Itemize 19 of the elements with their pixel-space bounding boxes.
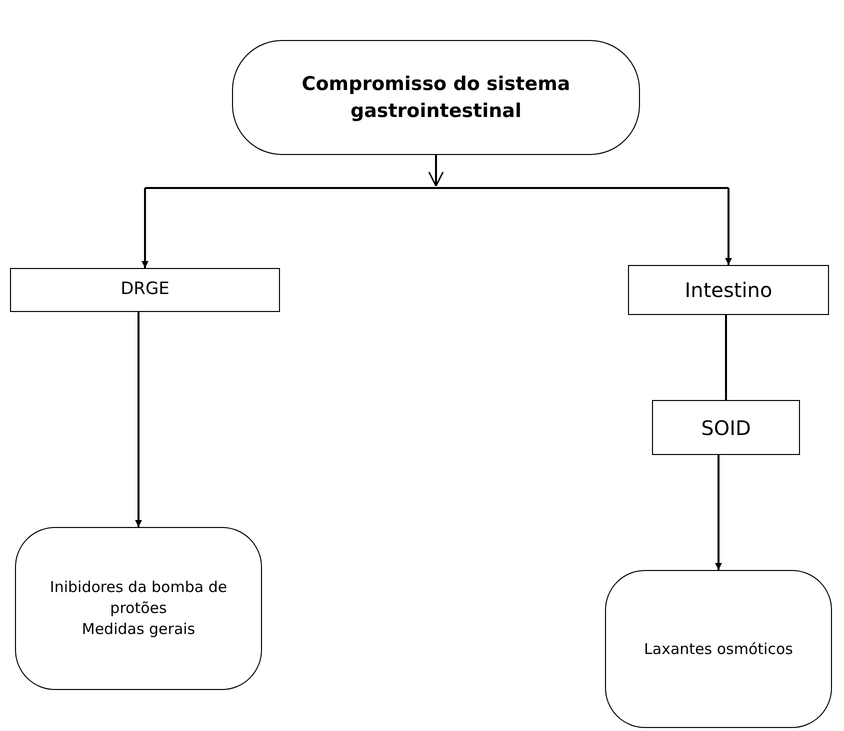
node-text: Intestino [684,277,772,304]
arrow [725,188,732,265]
arrow [715,455,722,570]
node-text: Laxantes osmóticos [644,638,793,660]
arrow [142,188,148,268]
process-box [652,400,800,455]
node-text: Medidas gerais [82,619,196,640]
process-box [10,268,280,312]
end-terminal [605,570,832,728]
node-text: SOID [701,414,751,442]
end-terminal [15,527,262,690]
connector-line [145,187,728,189]
node-text: DRGE [120,278,170,302]
arrow [428,155,444,187]
process-box [628,265,829,315]
node-text: Compromisso do sistema gastrointestinal [300,72,572,124]
arrow [135,312,142,527]
node-text: Inibidores da bomba de protões [48,577,228,619]
connector-line [725,315,727,400]
